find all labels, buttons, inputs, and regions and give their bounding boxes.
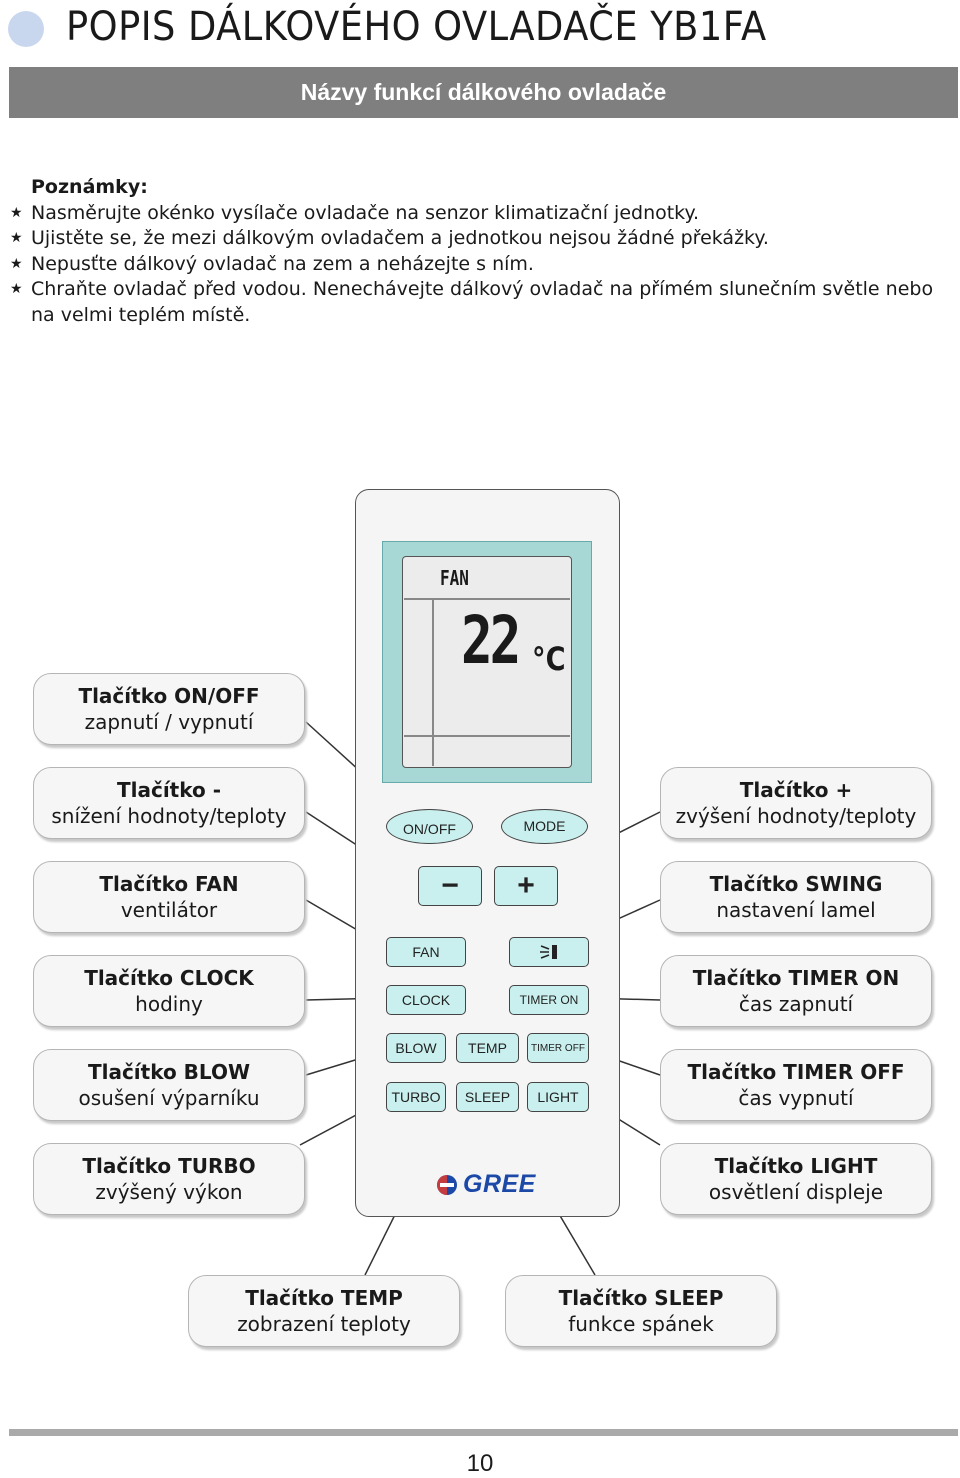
note-item: ★Nasměrujte okénko vysílače ovladače na … [10,201,940,227]
minus-button[interactable]: − [418,866,482,906]
note-item: ★Chraňte ovladač před vodou. Nenechávejt… [10,278,934,326]
temp-button[interactable]: TEMP [456,1033,519,1063]
label-light: Tlačítko LIGHT osvětlení displeje [660,1143,932,1215]
lcd-unit: °C [532,640,566,678]
swing-icon [540,945,557,959]
label-swing: Tlačítko SWING nastavení lamel [660,861,932,933]
star-icon: ★ [10,255,23,272]
mode-button[interactable]: MODE [501,809,588,844]
lcd-temperature: 22 [461,602,521,679]
sleep-button[interactable]: SLEEP [456,1082,519,1112]
brand-name: GREE [463,1170,536,1198]
star-icon: ★ [10,204,23,221]
note-item: ★Ujistěte se, že mezi dálkovým ovladačem… [10,226,940,252]
timer-off-button[interactable]: TIMER OFF [527,1033,589,1063]
star-icon: ★ [10,281,23,297]
notes-section: Poznámky: ★Nasměrujte okénko vysílače ov… [10,175,940,328]
label-sleep: Tlačítko SLEEP funkce spánek [505,1275,777,1347]
section-subtitle: Názvy funkcí dálkového ovladače [9,67,958,118]
label-fan: Tlačítko FAN ventilátor [33,861,305,933]
notes-heading: Poznámky: [31,176,148,198]
timer-on-button[interactable]: TIMER ON [509,985,589,1015]
label-clock: Tlačítko CLOCK hodiny [33,955,305,1027]
swing-button[interactable] [509,937,589,967]
lcd-divider [404,598,570,600]
on-off-button[interactable]: ON/OFF [386,809,473,844]
label-on-off: Tlačítko ON/OFF zapnutí / vypnutí [33,673,305,745]
label-plus: Tlačítko + zvýšení hodnoty/teploty [660,767,932,839]
label-minus: Tlačítko - snížení hodnoty/teploty [33,767,305,839]
page-number: 10 [466,1450,494,1477]
label-timer-off: Tlačítko TIMER OFF čas vypnutí [660,1049,932,1121]
lcd-divider [404,735,570,737]
light-button[interactable]: LIGHT [527,1082,589,1112]
page-title: POPIS DÁLKOVÉHO OVLADAČE YB1FA [66,4,767,50]
title-bullet [8,11,44,47]
gree-logo-icon [437,1174,457,1195]
star-icon: ★ [10,230,23,246]
lcd-mode-text: FAN [440,566,469,590]
lcd-divider [432,598,434,766]
clock-button[interactable]: CLOCK [386,985,466,1015]
label-temp: Tlačítko TEMP zobrazení teploty [188,1275,460,1347]
label-turbo: Tlačítko TURBO zvýšený výkon [33,1143,305,1215]
label-timer-on: Tlačítko TIMER ON čas zapnutí [660,955,932,1027]
fan-button[interactable]: FAN [386,937,466,967]
note-item: ★Nepusťte dálkový ovladač na zem a neház… [10,252,940,278]
blow-button[interactable]: BLOW [386,1033,446,1063]
lcd-display [402,556,572,768]
turbo-button[interactable]: TURBO [386,1082,446,1112]
plus-button[interactable]: + [494,866,558,906]
label-blow: Tlačítko BLOW osušení výparníku [33,1049,305,1121]
brand-logo: GREE [436,1170,536,1199]
footer-rule [9,1429,958,1436]
